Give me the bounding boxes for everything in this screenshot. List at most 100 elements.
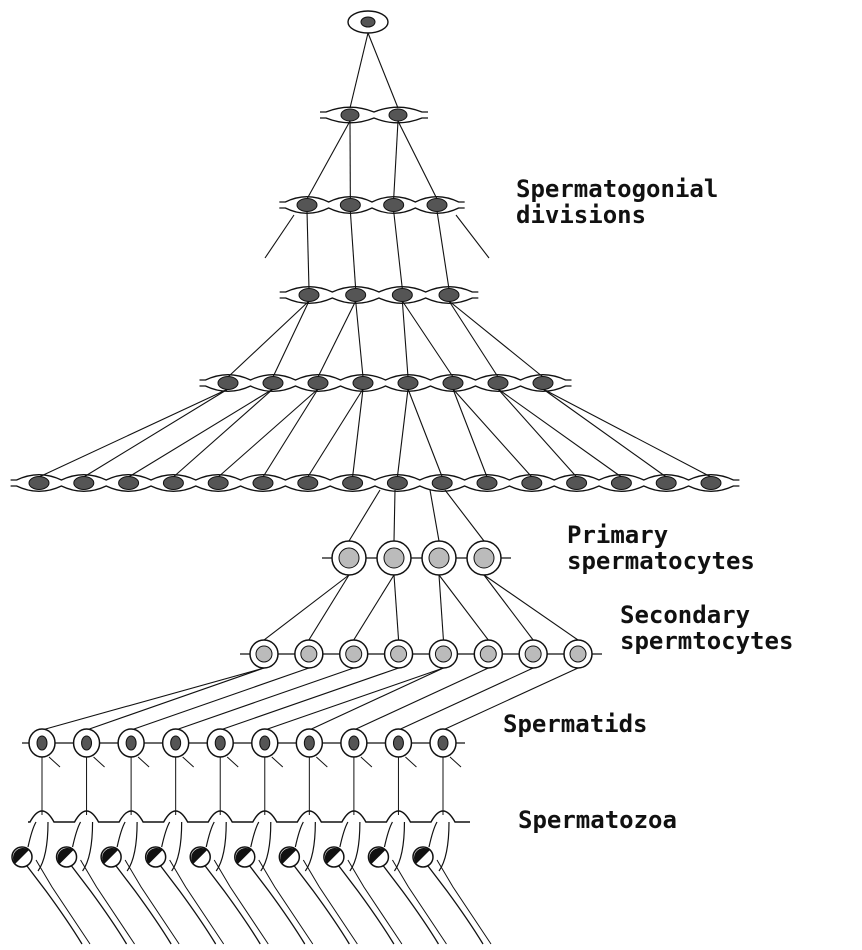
lineage-line bbox=[497, 388, 622, 478]
primary-spermatocytes-row bbox=[322, 540, 511, 576]
cell-membrane bbox=[279, 196, 465, 203]
spermatid-tail-stub bbox=[405, 756, 417, 768]
sperm-acrosome bbox=[102, 848, 119, 864]
lineage-line bbox=[455, 214, 490, 259]
spermatid-nucleus bbox=[214, 735, 226, 751]
spermatogonium-nucleus bbox=[487, 376, 509, 390]
spermatogonium-nucleus bbox=[340, 108, 360, 122]
cytoplasm-outline bbox=[383, 821, 393, 848]
sperm-tail bbox=[124, 859, 180, 945]
spermatogonium-nucleus bbox=[162, 476, 184, 490]
label-secondary-line-2: spermtocytes bbox=[620, 627, 794, 655]
lineage-line bbox=[128, 388, 274, 478]
spermatocyte-nucleus bbox=[479, 645, 497, 663]
lineage-line bbox=[442, 667, 579, 731]
lineage-line bbox=[367, 32, 399, 109]
sperm-tail bbox=[80, 859, 135, 945]
spermatogonium-nucleus bbox=[217, 376, 239, 390]
spermatozoon bbox=[234, 821, 314, 945]
cell-layers bbox=[10, 10, 740, 945]
spermatogonium-nucleus bbox=[438, 288, 460, 302]
spermatid-nucleus bbox=[125, 735, 137, 751]
cytoplasm-outline bbox=[116, 821, 126, 848]
spermatocyte-nucleus bbox=[390, 645, 408, 663]
spermatogonium-nucleus bbox=[28, 476, 50, 490]
stem-cell-nucleus bbox=[360, 16, 376, 28]
spermatogonium-nucleus bbox=[476, 476, 498, 490]
sperm-tail bbox=[338, 865, 395, 945]
lineage-line bbox=[309, 667, 444, 731]
sperm-tail bbox=[35, 859, 91, 945]
spermatid-tail-stub bbox=[226, 756, 239, 768]
spermatogonia-row-1 bbox=[320, 106, 428, 124]
lineage-line bbox=[227, 300, 310, 378]
cytoplasm-outline bbox=[126, 821, 138, 872]
lineage-line bbox=[130, 667, 310, 731]
spermatocyte-nucleus bbox=[345, 645, 363, 663]
cell-membrane bbox=[199, 385, 572, 392]
lineage-line bbox=[38, 388, 229, 478]
spermatid-tail-stub bbox=[93, 756, 105, 768]
lineage-line bbox=[173, 388, 274, 478]
spermatogonium-nucleus bbox=[296, 198, 318, 212]
lineage-line bbox=[407, 388, 443, 478]
spermatogonium-nucleus bbox=[426, 198, 448, 212]
sperm-tail bbox=[71, 865, 128, 945]
spermatogonium-nucleus bbox=[342, 476, 364, 490]
cell-membrane bbox=[10, 485, 740, 492]
sperm-acrosome bbox=[57, 848, 74, 864]
lineage-line bbox=[306, 210, 310, 290]
spermatocyte-nucleus bbox=[338, 547, 360, 569]
spermatogonium-nucleus bbox=[431, 476, 453, 490]
stem-cell bbox=[347, 10, 389, 34]
lineage-line bbox=[398, 667, 534, 731]
sperm-tail bbox=[302, 859, 358, 945]
label-spermatids: Spermatids bbox=[503, 711, 648, 737]
lineage-line bbox=[438, 574, 489, 641]
lineage-line bbox=[349, 32, 369, 109]
lineage-line bbox=[317, 300, 357, 378]
spermatid-tail-stub bbox=[271, 756, 284, 768]
label-primary-line-1: Primary bbox=[567, 521, 669, 549]
sperm-acrosome bbox=[369, 848, 386, 864]
label-primary-line-2: spermatocytes bbox=[567, 547, 755, 575]
lineage-line bbox=[353, 667, 489, 731]
lineage-line bbox=[429, 489, 440, 542]
sperm-acrosome bbox=[191, 848, 208, 864]
lineage-line bbox=[542, 388, 712, 478]
spermatocyte-nucleus bbox=[383, 547, 405, 569]
spermatid-nucleus bbox=[81, 735, 93, 751]
lineage-line bbox=[220, 667, 399, 731]
lineage-line bbox=[306, 120, 351, 200]
spermatozoon bbox=[323, 821, 403, 945]
spermatogonium-nucleus bbox=[442, 376, 464, 390]
sperm-tail bbox=[213, 859, 269, 945]
lineage-line bbox=[448, 300, 544, 378]
cell-membrane bbox=[279, 297, 479, 304]
sperm-tail bbox=[427, 865, 484, 945]
spermatid-nucleus bbox=[437, 735, 449, 751]
spermatogonium-nucleus bbox=[383, 198, 405, 212]
lineage-line bbox=[393, 120, 399, 200]
label-spermatozoa-line-1: Spermatozoa bbox=[518, 806, 677, 834]
spermatid-tail-stub bbox=[48, 756, 61, 768]
lineage-line bbox=[308, 574, 350, 641]
sperm-tail bbox=[249, 865, 306, 945]
cytoplasm-outline bbox=[349, 821, 361, 872]
cytoplasm-outline bbox=[161, 821, 171, 848]
lineage-line bbox=[307, 388, 364, 478]
lineage-line bbox=[263, 574, 350, 641]
lineage-line bbox=[401, 300, 454, 378]
lineage-line bbox=[264, 667, 444, 731]
spermatozoon bbox=[189, 821, 269, 945]
sperm-tail bbox=[115, 865, 172, 945]
spermatid-tail-stub bbox=[137, 756, 150, 768]
label-secondary-spermatocytes: Secondary spermtocytes bbox=[620, 602, 793, 654]
sperm-acrosome bbox=[12, 847, 29, 864]
lineage-line bbox=[217, 388, 319, 478]
cell-membrane bbox=[279, 286, 479, 293]
lineage-line bbox=[452, 388, 533, 478]
spermatogonium-nucleus bbox=[345, 288, 367, 302]
sperm-acrosome bbox=[235, 847, 252, 864]
sperm-tail bbox=[347, 859, 403, 945]
